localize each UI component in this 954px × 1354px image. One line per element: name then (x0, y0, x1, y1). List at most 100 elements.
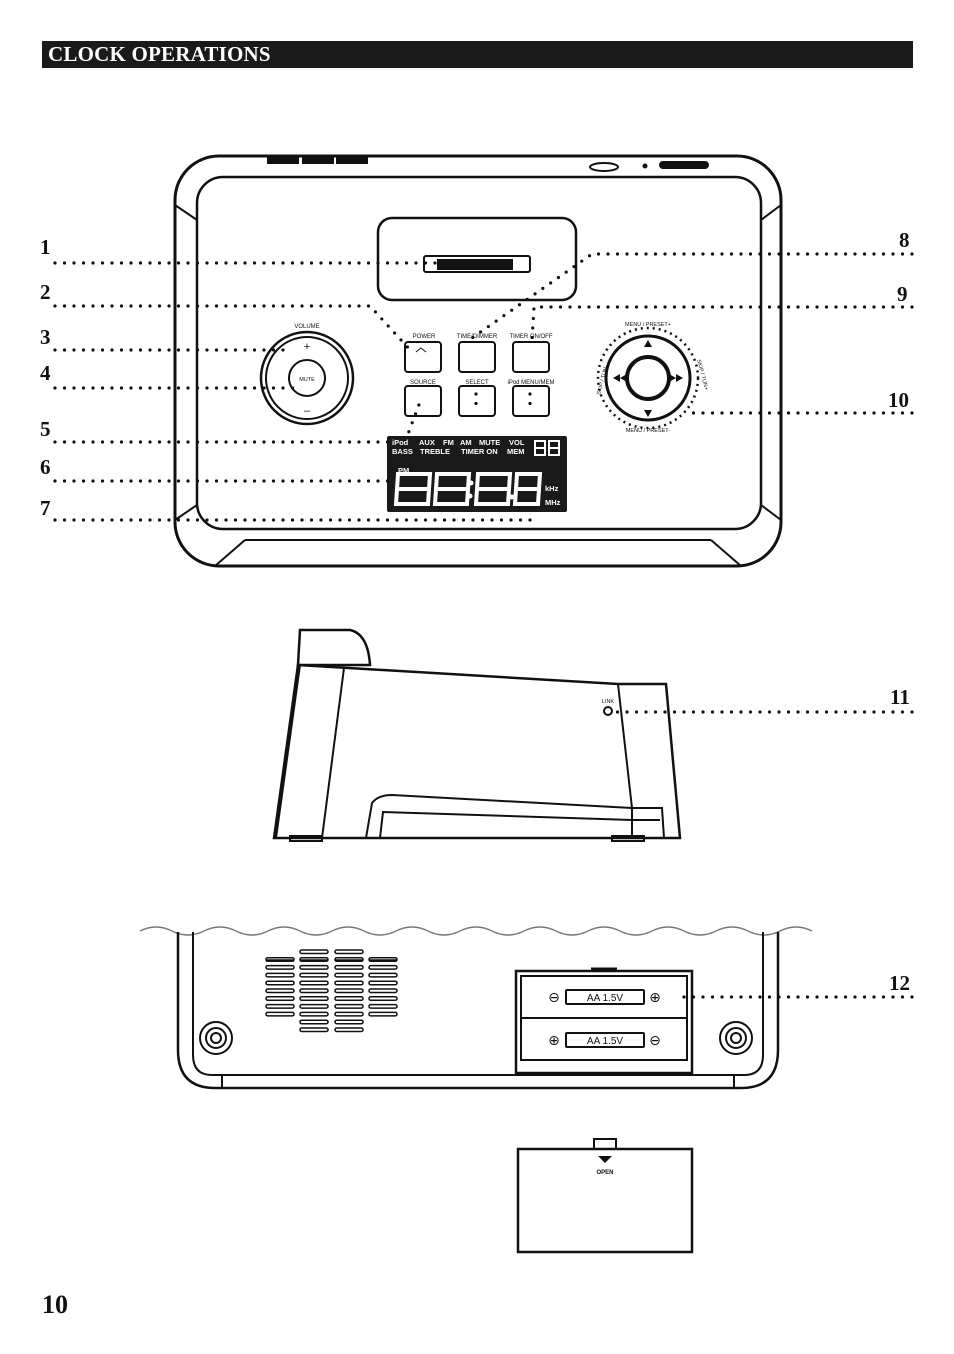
battery-1-plus-icon: ⊕ (649, 989, 661, 1005)
select-label: SELECT (465, 380, 489, 386)
grille-slot (299, 980, 329, 986)
section-header-bar: CLOCK OPERATIONS (42, 41, 913, 68)
grille-slot (334, 988, 364, 994)
callout-4: 4 (40, 361, 51, 385)
leader-2 (53, 304, 414, 354)
grille-slot (334, 980, 364, 986)
callout-9: 9 (897, 282, 908, 306)
source-button[interactable] (404, 385, 442, 417)
grille-slot (368, 964, 398, 970)
lcd-mem: MEM (507, 447, 525, 456)
lcd-treble: TREBLE (420, 447, 450, 456)
callout-7: 7 (40, 496, 51, 520)
battery-compartment (514, 969, 694, 1075)
grille-slot (334, 1027, 364, 1033)
lcd-mhz: MHz (545, 498, 561, 507)
volume-label: VOLUME (294, 324, 319, 330)
lcd-small-digits-icon (534, 440, 560, 456)
battery-2-minus-icon: ⊖ (649, 1032, 661, 1048)
side-dock-hump (296, 628, 372, 667)
grille-slot (299, 964, 329, 970)
battery-cover (516, 1147, 694, 1254)
volume-minus-label: – (304, 405, 311, 417)
lcd-pm: PM (398, 466, 409, 475)
grille-slot (368, 1003, 398, 1009)
grille-slot (265, 1003, 295, 1009)
mute-button[interactable] (288, 359, 326, 397)
grille-slot (299, 957, 329, 963)
leader-5 (53, 400, 422, 444)
lcd-fm: FM (443, 438, 454, 447)
grille-slot (334, 949, 364, 955)
play-pause-button[interactable] (625, 355, 671, 401)
grille-slot (368, 957, 398, 963)
callout-5: 5 (40, 417, 51, 441)
lcd-vol: VOL (509, 438, 525, 447)
grille-slot (368, 996, 398, 1002)
mute-label: MUTE (299, 377, 315, 383)
lcd-mute: MUTE (479, 438, 500, 447)
grille-slot (299, 1003, 329, 1009)
time-dimmer-label: TIME/DIMMER (457, 334, 498, 340)
open-label: OPEN (596, 1170, 613, 1176)
dial-label-top: MENU / PRESET+ (625, 322, 671, 328)
leader-extra (474, 392, 532, 406)
grille-slot (265, 957, 295, 963)
grille-slot (265, 964, 295, 970)
grille-slot (334, 1003, 364, 1009)
grille-slot (368, 972, 398, 978)
time-dimmer-button[interactable] (458, 341, 496, 373)
grille-slot (299, 1027, 329, 1033)
power-label: POWER (413, 334, 436, 340)
battery-2 (565, 1032, 645, 1048)
battery-1-label: AA 1.5V (587, 993, 623, 1004)
ipod-menu-mem-button[interactable] (512, 385, 550, 417)
callout-1: 1 (40, 235, 51, 259)
ipod-menu-mem-label: iPod MENU/MEM (507, 380, 554, 386)
callout-2: 2 (40, 280, 51, 304)
power-button[interactable] (404, 341, 442, 373)
volume-knob-outer (259, 330, 355, 426)
callout-3: 3 (40, 325, 51, 349)
grille-slot (299, 996, 329, 1002)
battery-2-label: AA 1.5V (587, 1036, 623, 1047)
leader-9 (530, 305, 914, 342)
lcd-timer-on: TIMER ON (461, 447, 498, 456)
timer-onoff-button[interactable] (512, 341, 550, 373)
grille-slot (334, 1011, 364, 1017)
lcd-aux: AUX (419, 438, 435, 447)
battery-2-plus-icon: ⊕ (548, 1032, 560, 1048)
grille-slot (265, 988, 295, 994)
nav-dial-dotted-ring (596, 326, 700, 430)
nav-dial[interactable] (604, 334, 692, 422)
link-label: LINK (602, 699, 615, 705)
callout-6: 6 (40, 455, 51, 479)
grille-slot (368, 988, 398, 994)
side-view-body (272, 663, 682, 840)
grille-slot (368, 1011, 398, 1017)
lcd-colon (467, 480, 515, 500)
grille-slot (334, 1019, 364, 1025)
grille-slot (368, 980, 398, 986)
open-arrow-icon (598, 1156, 612, 1163)
dial-label-bottom: MENU / PRESET- (626, 428, 670, 434)
grille-slot (299, 972, 329, 978)
section-title: CLOCK OPERATIONS (48, 42, 271, 66)
bottom-view-body (176, 932, 780, 1090)
source-label: SOURCE (410, 380, 436, 386)
battery-1 (565, 989, 645, 1005)
leader-8 (470, 252, 914, 340)
lcd-big-digits (393, 472, 543, 506)
grille-slot (334, 972, 364, 978)
dial-arrows (613, 340, 683, 417)
front-inner-panel (195, 175, 763, 531)
power-icon (415, 347, 427, 353)
grille-slot (265, 972, 295, 978)
front-outer-shell (173, 154, 783, 568)
select-button[interactable] (458, 385, 496, 417)
grille-slot (265, 1011, 295, 1017)
page-number: 10 (42, 1290, 68, 1319)
grille-slot (299, 1019, 329, 1025)
grille-slot (334, 957, 364, 963)
